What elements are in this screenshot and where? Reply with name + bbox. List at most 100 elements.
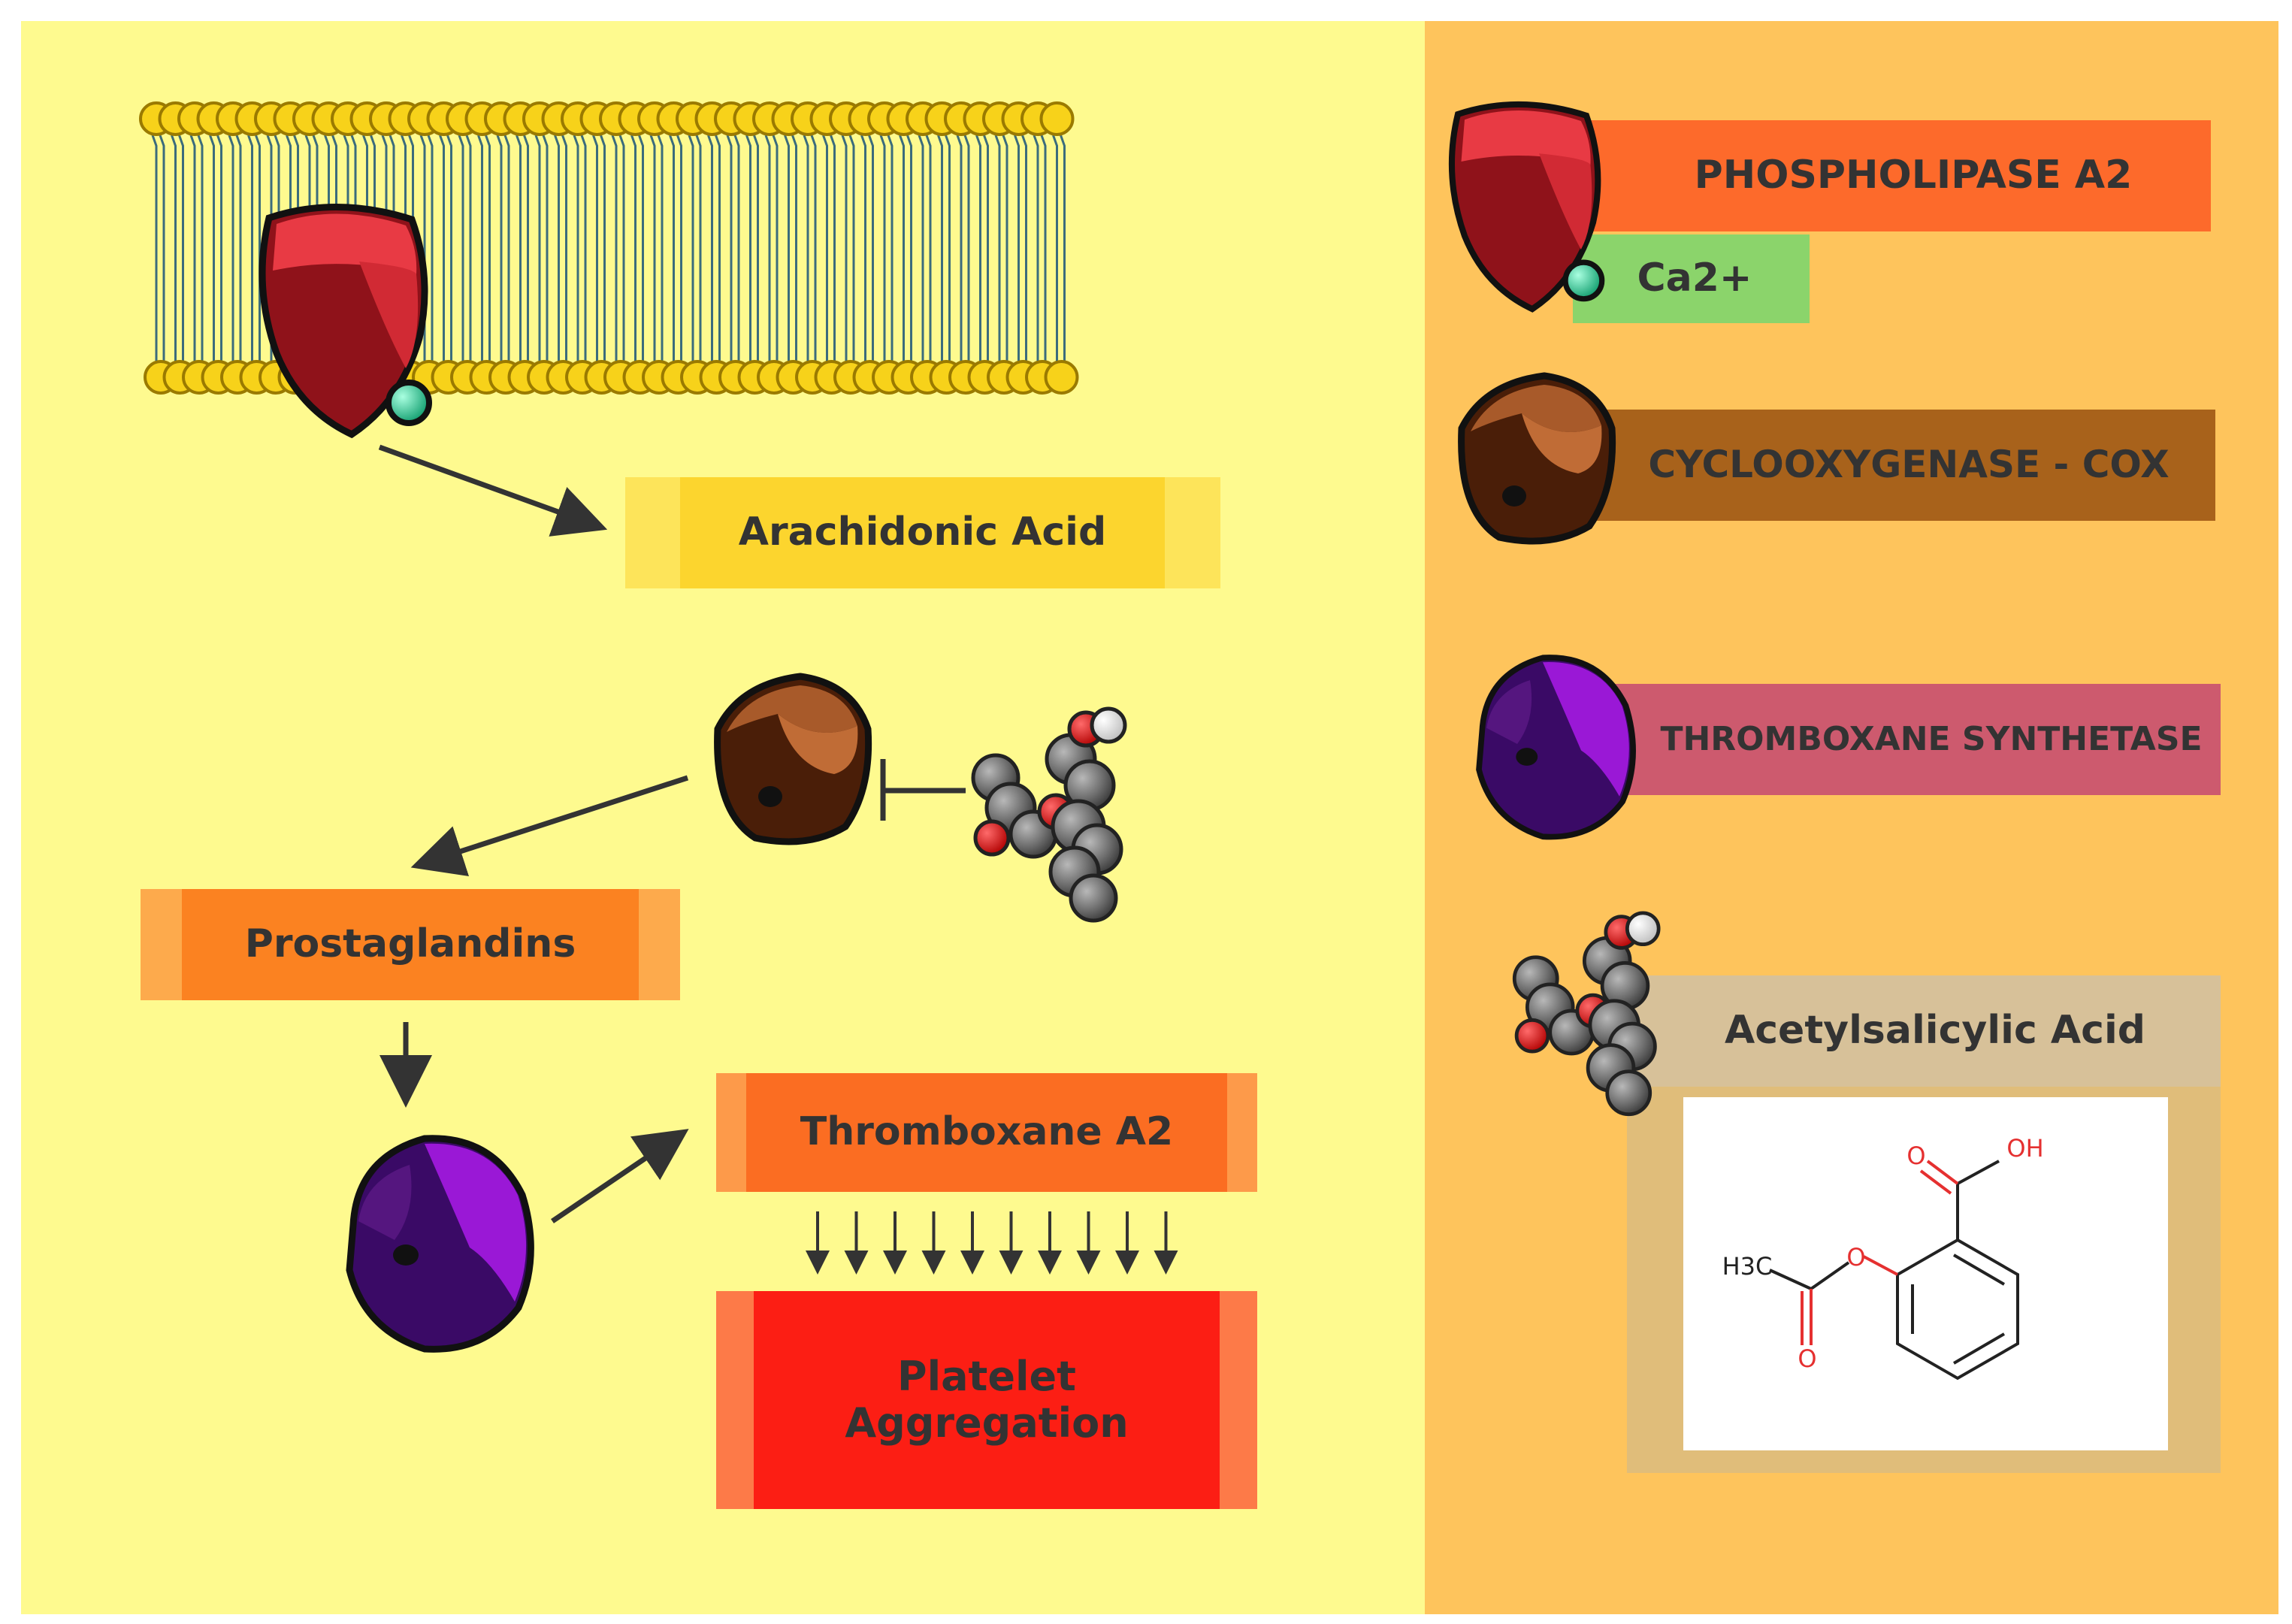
arachidonic-acid-box — [625, 477, 1220, 588]
membrane-tail — [925, 135, 932, 367]
aggregation-arrows — [806, 1211, 1178, 1275]
thromboxane-synthetase-enzyme-icon — [349, 1139, 531, 1350]
membrane-head — [1039, 101, 1075, 136]
thromboxane-synthetase-legend-label: THROMBOXANE SYNTHETASE — [1660, 719, 2203, 758]
membrane-tail — [1021, 135, 1027, 367]
membrane-tail — [209, 135, 215, 367]
thromboxane-a2-label: Thromboxane A2 — [800, 1109, 1174, 1155]
membrane-tail — [630, 135, 636, 367]
membrane-tail — [159, 135, 165, 367]
cox-legend-bar — [1578, 410, 2215, 521]
structure-formula-box — [1683, 1097, 2168, 1450]
membrane-tail — [485, 135, 491, 367]
thromboxane-a2-box — [716, 1073, 1257, 1192]
membrane-tail — [879, 135, 886, 367]
membrane-tail — [860, 135, 866, 367]
membrane-tail — [592, 135, 598, 367]
membrane-tail — [791, 135, 797, 367]
legend-cox-icon — [1462, 376, 1613, 541]
membrane-tail — [618, 135, 625, 367]
membrane-tail — [983, 135, 989, 367]
arachidonic-acid-label: Arachidonic Acid — [738, 510, 1107, 555]
arrow-to-arachidonic — [378, 444, 608, 537]
membrane-tail — [446, 135, 452, 367]
cox-enzyme-icon — [718, 676, 869, 842]
membrane-tail — [937, 135, 943, 367]
membrane-tail — [649, 135, 656, 367]
aspirin-structure-drawing — [1769, 1160, 2019, 1381]
membrane-tail — [695, 135, 702, 367]
prostaglandins-label: Prostaglandins — [244, 921, 576, 967]
acetylsalicylic-acid-legend-label: Acetylsalicylic Acid — [1724, 1008, 2145, 1054]
structure-carbonyl-oxygen-label: O — [1906, 1141, 1926, 1170]
legend-synthetase-icon — [1479, 658, 1633, 837]
membrane-tail — [745, 135, 751, 367]
membrane-tail — [503, 135, 510, 367]
membrane-tail — [975, 135, 981, 367]
membrane-tail — [784, 135, 790, 367]
membrane-tail — [868, 135, 874, 367]
aspirin-legend-bar — [1627, 975, 2221, 1087]
membrane-tail — [427, 135, 434, 367]
membrane-tail — [477, 135, 483, 367]
membrane-tail — [151, 135, 158, 367]
membrane-tail — [848, 135, 855, 367]
inhibition-symbol — [880, 759, 966, 821]
membrane-tail — [171, 135, 177, 367]
membrane-tail — [803, 135, 809, 367]
structure-methyl-label: H3C — [1722, 1251, 1773, 1281]
membrane-tail — [1040, 135, 1047, 367]
membrane-tail — [841, 135, 848, 367]
membrane-tail — [178, 135, 184, 367]
membrane-tail — [764, 135, 771, 367]
membrane-tail — [830, 135, 836, 367]
membrane-tail — [638, 135, 644, 367]
membrane-tail — [963, 135, 970, 367]
membrane-tail — [669, 135, 675, 367]
membrane-tail — [247, 135, 253, 367]
membrane-tail — [554, 135, 560, 367]
cox-legend-label: CYCLOOXYGENASE - COX — [1648, 443, 2170, 487]
membrane-tail — [887, 135, 894, 367]
membrane-tail — [465, 135, 472, 367]
platelet-aggregation-label: Platelet Aggregation — [845, 1352, 1129, 1447]
membrane-tail — [600, 135, 606, 367]
membrane-tail — [688, 135, 694, 367]
membrane-tail — [542, 135, 549, 367]
membrane-tail — [1033, 135, 1039, 367]
calcium-legend-bar — [1573, 234, 1810, 323]
arrow-to-prostaglandins — [410, 775, 689, 877]
membrane-tail — [657, 135, 664, 367]
membrane-tail — [496, 135, 503, 367]
membrane-tail — [810, 135, 817, 367]
membrane-tail — [956, 135, 963, 367]
calcium-legend-label: Ca2+ — [1637, 256, 1752, 301]
structure-ester-carbonyl-oxygen-label: O — [1798, 1344, 1817, 1373]
membrane-tail — [726, 135, 733, 367]
membrane-tail — [772, 135, 779, 367]
membrane-tail — [1002, 135, 1008, 367]
membrane-tail — [534, 135, 541, 367]
membrane-tail — [715, 135, 721, 367]
membrane-tail — [899, 135, 905, 367]
structure-oh-label: OH — [2006, 1133, 2044, 1163]
membrane-tail — [733, 135, 740, 367]
membrane-tail — [228, 135, 234, 367]
membrane-tail — [235, 135, 242, 367]
membrane-tail — [216, 135, 222, 367]
synthetase-legend-bar — [1612, 684, 2221, 795]
membrane-tail — [918, 135, 924, 367]
membrane-tail — [189, 135, 196, 367]
phospholipase-legend-label: PHOSPHOLIPASE A2 — [1694, 153, 2133, 198]
membrane-tail — [1060, 135, 1066, 367]
membrane-tail — [580, 135, 587, 367]
membrane-head — [1044, 360, 1079, 395]
membrane-tail — [523, 135, 529, 367]
membrane-tail — [906, 135, 912, 367]
prostaglandins-box — [141, 889, 680, 1000]
phospholipase-legend-bar — [1563, 120, 2211, 231]
membrane-tail — [822, 135, 828, 367]
membrane-tail — [439, 135, 445, 367]
